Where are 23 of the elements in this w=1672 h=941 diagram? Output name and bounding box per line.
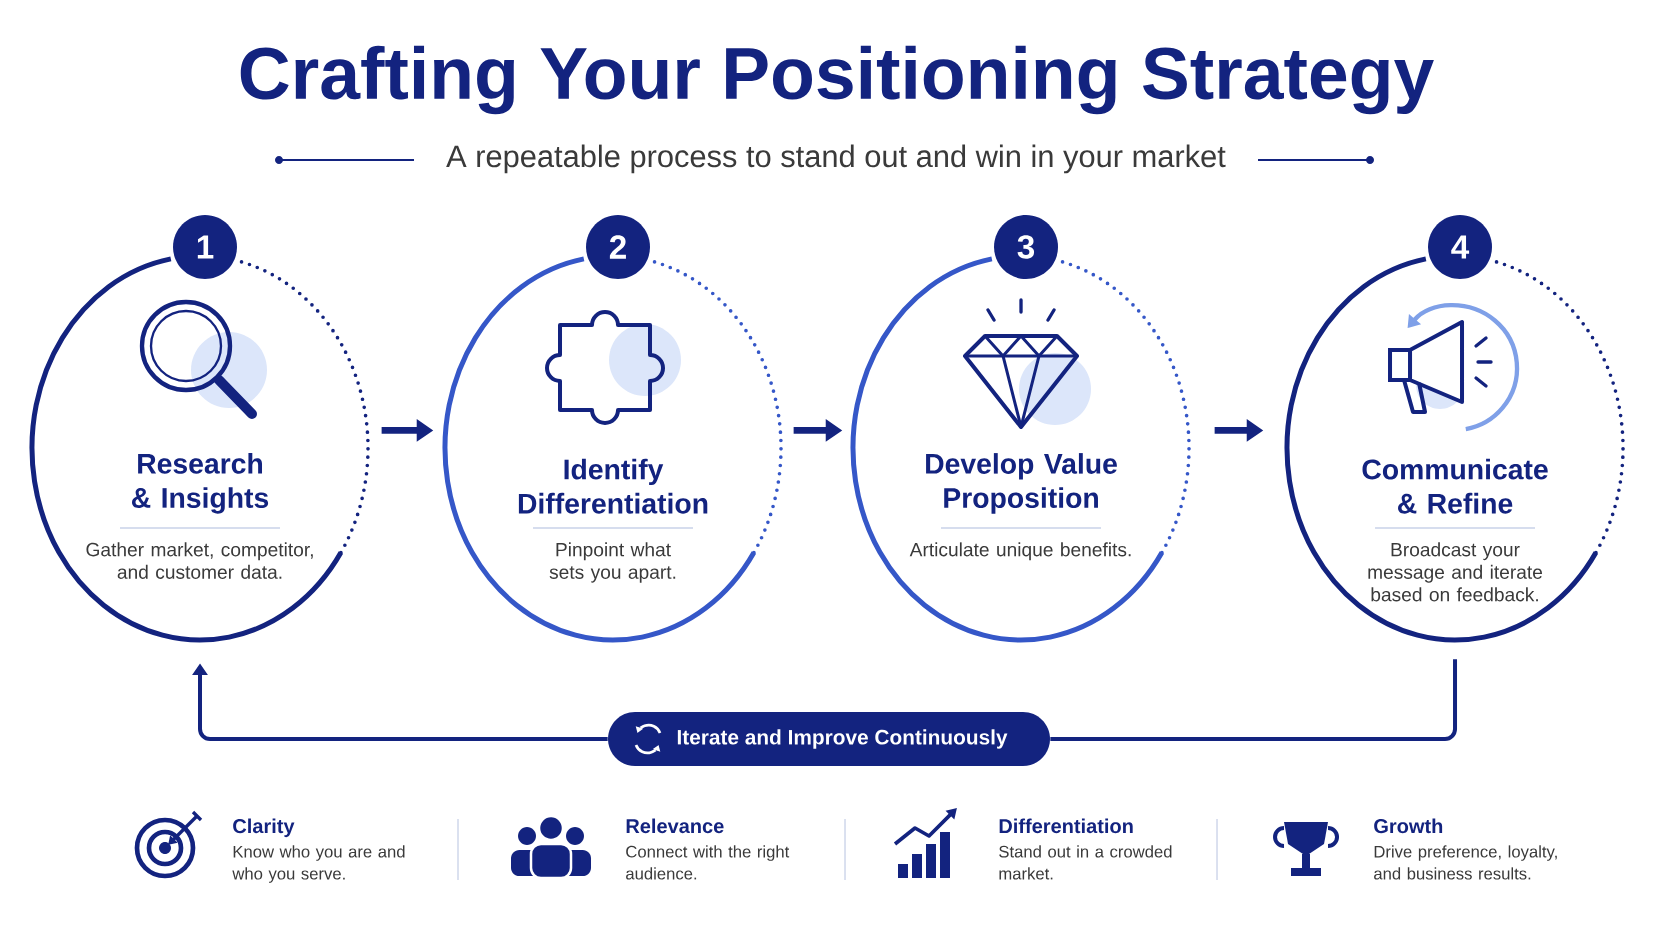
benefit-description: Stand out in a crowded market. xyxy=(999,845,1172,880)
loop-pill: Iterate and Improve Continuously xyxy=(608,712,1050,766)
title: Crafting Your Positioning Strategy xyxy=(240,45,1434,115)
step-description: Broadcast your message and iterate based on feedback. xyxy=(1368,542,1543,602)
step-description: Articulate unique benefits. xyxy=(909,542,1131,561)
benefit-heading: Growth xyxy=(1374,818,1443,834)
step-heading: Research & Insights xyxy=(132,452,269,514)
number-badge: 2 xyxy=(586,215,650,279)
number-badge: 1 xyxy=(173,215,237,279)
step-heading: Identify Differentiation xyxy=(518,458,708,514)
benefit-heading: Relevance xyxy=(626,818,724,834)
benefit-description: Drive preference, loyalty, and business results. xyxy=(1374,845,1557,880)
step-description: Gather market, competitor, and customer data. xyxy=(86,542,313,579)
step-description: Pinpoint what sets you apart. xyxy=(549,542,676,583)
subtitle: A repeatable process to stand out and win in your market xyxy=(446,144,1226,174)
number-badge: 4 xyxy=(1428,215,1492,279)
benefit-description: Know who you are and who you serve. xyxy=(232,845,405,883)
step-heading: Communicate & Refine xyxy=(1362,458,1548,514)
benefit-heading: Differentiation xyxy=(999,818,1133,834)
benefit-description: Connect with the right audience. xyxy=(626,845,790,880)
step-heading: Develop Value Proposition xyxy=(926,453,1117,514)
number-badge: 3 xyxy=(994,215,1058,279)
benefit-heading: Clarity xyxy=(233,818,295,838)
